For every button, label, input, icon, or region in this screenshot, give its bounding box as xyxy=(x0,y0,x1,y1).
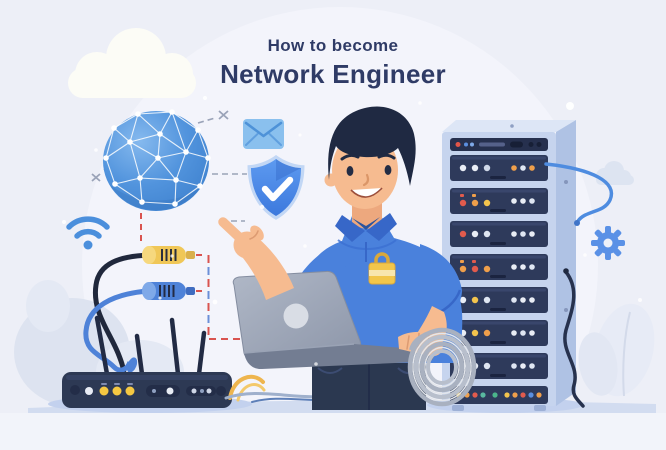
router-antennas xyxy=(94,315,207,377)
hair xyxy=(328,106,416,186)
pointing-hand xyxy=(218,217,294,300)
server-rack xyxy=(442,120,614,411)
rack-control-strip xyxy=(450,138,548,151)
network-globe-icon xyxy=(103,109,211,211)
cloud-large xyxy=(68,28,196,98)
router xyxy=(62,315,232,408)
laptop-logo xyxy=(283,303,309,329)
title-line-2: Network Engineer xyxy=(220,59,446,89)
connector-cables xyxy=(83,252,151,378)
wifi-icon xyxy=(66,216,110,250)
title-line-1: How to become xyxy=(267,36,399,55)
collar xyxy=(335,213,397,262)
ethernet-connector-yellow-icon xyxy=(142,246,195,264)
shield-check-icon xyxy=(247,154,305,220)
black-cable xyxy=(92,252,151,378)
email-icon xyxy=(243,119,284,149)
smile xyxy=(350,187,383,198)
laptop xyxy=(232,270,434,370)
page-title: How to become Network Engineer xyxy=(0,36,666,90)
cable-coil xyxy=(407,327,477,407)
rack-dark-cable xyxy=(563,270,585,408)
ethernet-connector-blue-icon xyxy=(142,282,195,300)
router-leds xyxy=(85,383,135,396)
gear-icon xyxy=(591,226,625,260)
id-badge xyxy=(368,252,396,285)
rack-blue-cable xyxy=(544,162,614,223)
rack-servers xyxy=(450,155,548,404)
specks xyxy=(62,96,642,366)
blue-cable xyxy=(83,288,149,373)
